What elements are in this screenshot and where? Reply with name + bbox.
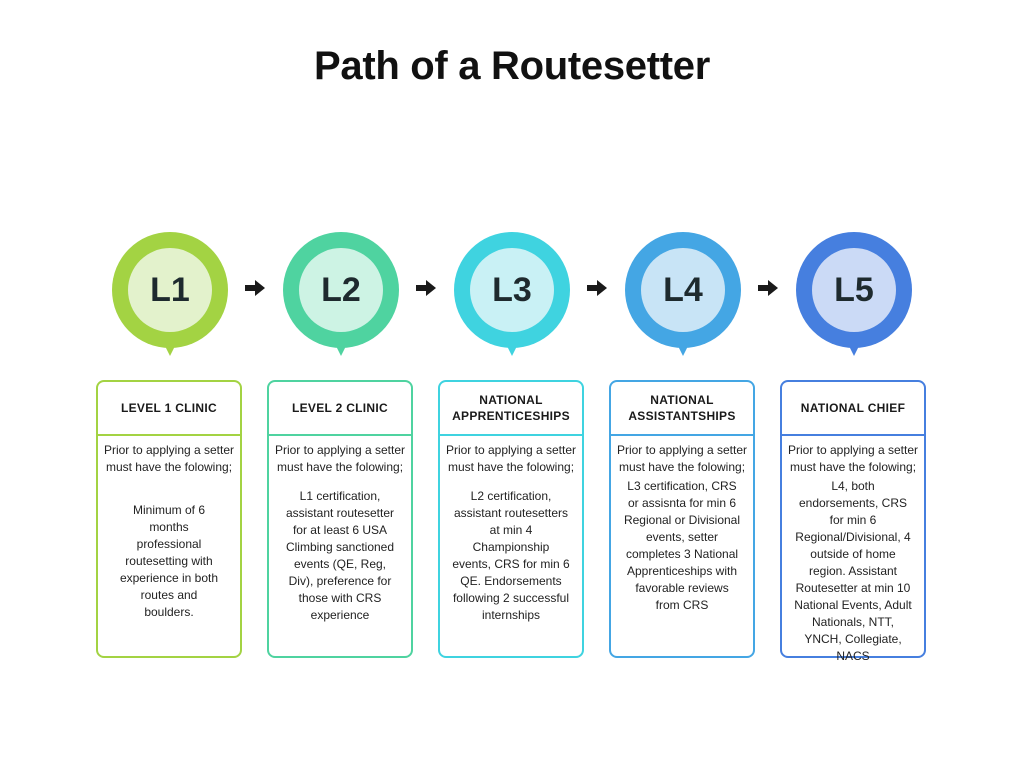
card-heading: NATIONAL CHIEF [782, 382, 924, 436]
card-heading: LEVEL 1 CLINIC [98, 382, 240, 436]
level-card-l4: NATIONAL ASSISTANTSHIPS Prior to applyin… [609, 380, 755, 658]
card-intro: Prior to applying a setter must have the… [445, 443, 577, 474]
right-arrow-icon [587, 280, 607, 296]
level-card-l3: NATIONAL APPRENTICESHIPS Prior to applyi… [438, 380, 584, 658]
card-body: Prior to applying a setter must have the… [611, 436, 753, 614]
badge-label: L5 [812, 248, 896, 332]
card-requirements: L3 certification, CRS or assisnta for mi… [623, 479, 741, 612]
right-arrow-icon [245, 280, 265, 296]
level-card-l2: LEVEL 2 CLINIC Prior to applying a sette… [267, 380, 413, 658]
level-badge-l4: L4 [625, 232, 741, 357]
right-arrow-icon [758, 280, 778, 296]
right-arrow-icon [416, 280, 436, 296]
card-intro: Prior to applying a setter must have the… [274, 443, 406, 474]
card-requirements: Minimum of 6 months professional routese… [119, 503, 219, 619]
card-body: Prior to applying a setter must have the… [269, 436, 411, 624]
badge-label: L2 [299, 248, 383, 332]
card-intro: Prior to applying a setter must have the… [616, 443, 748, 474]
card-intro: Prior to applying a setter must have the… [103, 443, 235, 474]
level-card-l5: NATIONAL CHIEF Prior to applying a sette… [780, 380, 926, 663]
card-requirements: L2 certification, assistant routesetters… [452, 489, 570, 622]
badge-label: L3 [470, 248, 554, 332]
badge-label: L1 [128, 248, 212, 332]
badge-pointer [160, 336, 180, 356]
badge-pointer [502, 336, 522, 356]
level-card-l1: LEVEL 1 CLINIC Prior to applying a sette… [96, 380, 242, 658]
level-badge-l1: L1 [112, 232, 228, 357]
badge-pointer [844, 336, 864, 356]
card-requirements: L4, both endorsements, CRS for min 6 Reg… [794, 479, 912, 663]
card-heading: NATIONAL ASSISTANTSHIPS [611, 382, 753, 436]
level-badge-l3: L3 [454, 232, 570, 357]
badge-pointer [673, 336, 693, 356]
badge-pointer [331, 336, 351, 356]
card-intro: Prior to applying a setter must have the… [787, 443, 919, 474]
card-requirements: L1 certification, assistant routesetter … [285, 489, 395, 622]
level-badge-l2: L2 [283, 232, 399, 357]
card-heading: NATIONAL APPRENTICESHIPS [440, 382, 582, 436]
card-body: Prior to applying a setter must have the… [98, 436, 240, 621]
page-title: Path of a Routesetter [314, 44, 710, 88]
card-body: Prior to applying a setter must have the… [440, 436, 582, 624]
card-body: Prior to applying a setter must have the… [782, 436, 924, 665]
badge-label: L4 [641, 248, 725, 332]
card-heading: LEVEL 2 CLINIC [269, 382, 411, 436]
level-badge-l5: L5 [796, 232, 912, 357]
